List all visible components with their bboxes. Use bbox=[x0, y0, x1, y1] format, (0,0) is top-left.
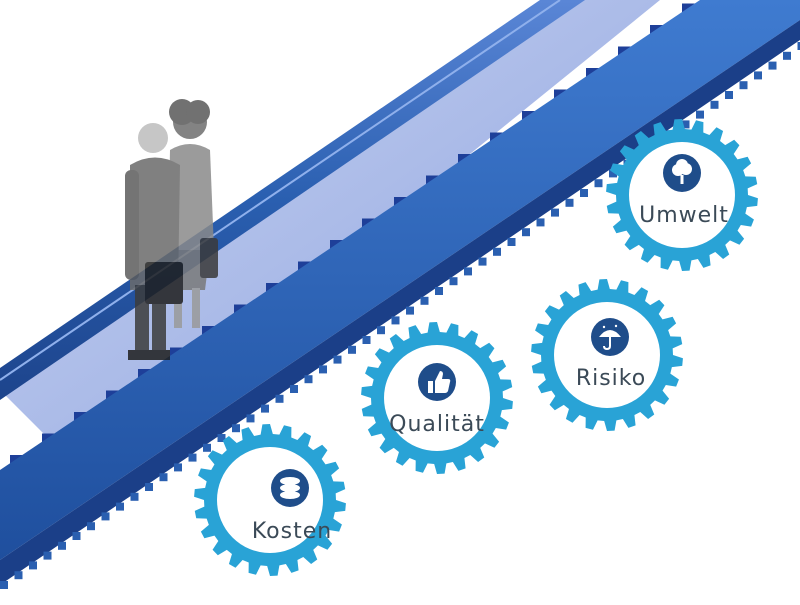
escalator-tooth bbox=[783, 51, 791, 60]
umbrella-icon bbox=[591, 318, 629, 356]
escalator-tooth bbox=[406, 306, 414, 315]
escalator-tooth bbox=[87, 522, 95, 531]
escalator-tooth bbox=[217, 434, 226, 442]
escalator-tooth bbox=[188, 453, 197, 462]
escalator-tooth bbox=[710, 100, 719, 109]
escalator-tooth bbox=[507, 238, 516, 246]
handrail-highlight bbox=[0, 0, 561, 381]
escalator-tooth bbox=[580, 189, 588, 197]
escalator-tooth bbox=[681, 120, 690, 129]
escalator-tooth bbox=[493, 247, 501, 256]
people bbox=[125, 99, 218, 360]
gear-risiko: Risiko bbox=[531, 279, 683, 431]
escalator-tooth bbox=[290, 385, 298, 393]
escalator-tooth bbox=[14, 571, 23, 580]
gear-risiko-label: Risiko bbox=[576, 366, 646, 391]
escalator-tooth bbox=[261, 404, 269, 413]
escalator-tooth bbox=[768, 61, 777, 70]
escalator-bottom-edge bbox=[0, 20, 800, 585]
escalator-tooth bbox=[391, 316, 400, 325]
man-figure bbox=[125, 123, 183, 360]
escalator-tooth bbox=[522, 228, 530, 237]
escalator-tooth bbox=[116, 502, 124, 511]
gear-umwelt-label: Umwelt bbox=[639, 203, 729, 228]
coins-icon bbox=[271, 469, 309, 507]
escalator bbox=[0, 0, 800, 589]
escalator-tooth bbox=[72, 532, 81, 540]
escalator-tooth bbox=[348, 345, 356, 354]
gear-umwelt: Umwelt bbox=[606, 119, 758, 271]
escalator-tooth bbox=[725, 91, 733, 99]
escalator-tooth bbox=[420, 296, 429, 305]
tree-icon bbox=[663, 154, 701, 192]
escalator-tooth bbox=[797, 42, 800, 50]
gear-qualitaet-label: Qualität bbox=[389, 412, 485, 437]
escalator-tooth bbox=[319, 365, 327, 374]
escalator-tooth bbox=[696, 110, 704, 119]
escalator-tooth bbox=[435, 287, 443, 295]
gear-kosten-label: Kosten bbox=[252, 519, 332, 544]
escalator-side-panel bbox=[0, 0, 800, 560]
escalator-tooth bbox=[29, 561, 37, 570]
escalator-tooth bbox=[0, 581, 8, 589]
thumbs-up-icon bbox=[418, 363, 456, 401]
gear-qualitaet: Qualität bbox=[361, 322, 513, 474]
escalator-tooth bbox=[609, 169, 617, 178]
gears-group: Kosten Qualität Risiko bbox=[194, 119, 758, 576]
escalator-tooth bbox=[478, 257, 487, 266]
escalator-tooth bbox=[232, 424, 240, 433]
escalator-tooth bbox=[377, 326, 385, 335]
gear-umwelt-face bbox=[629, 142, 735, 248]
escalator-tooth bbox=[464, 267, 472, 276]
escalator-tooth bbox=[754, 71, 762, 80]
escalator-tooth bbox=[739, 81, 748, 90]
escalator-tooth bbox=[551, 208, 559, 217]
escalator-tooth bbox=[362, 336, 371, 344]
escalator-tooth bbox=[333, 355, 342, 364]
escalator-tooth bbox=[536, 218, 545, 227]
escalator-tooth bbox=[145, 483, 153, 491]
escalator-tooth bbox=[101, 512, 110, 521]
escalator-tooth bbox=[304, 375, 313, 384]
escalator-tooth bbox=[203, 443, 211, 452]
escalator-tooth bbox=[449, 277, 458, 286]
escalator-tooth bbox=[43, 551, 52, 560]
escalator-tooth bbox=[565, 198, 574, 207]
escalator-tooth bbox=[594, 179, 603, 188]
escalator-tooth bbox=[174, 463, 182, 472]
escalator-tooth bbox=[275, 394, 284, 403]
gear-kosten: Kosten bbox=[194, 424, 346, 576]
escalator-tooth bbox=[159, 473, 168, 482]
escalator-tooth bbox=[246, 414, 255, 423]
escalator-tooth bbox=[58, 541, 66, 550]
escalator-tooth bbox=[130, 492, 139, 501]
